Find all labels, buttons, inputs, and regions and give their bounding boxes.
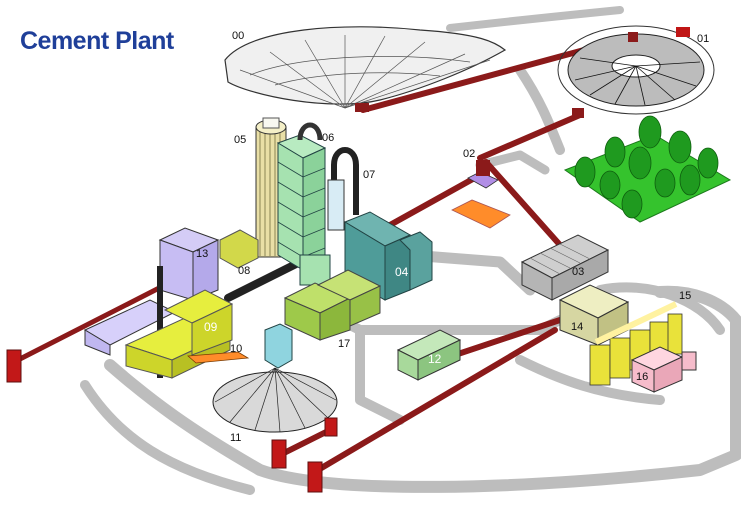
label-13: 13: [196, 248, 208, 260]
unit-03-storage-hall: [520, 234, 610, 301]
label-02: 02: [463, 148, 475, 160]
loading-box-south-2: [307, 461, 323, 493]
conveyor-south-11: [277, 427, 333, 458]
unit-01-stockpile: [557, 25, 715, 118]
unit-14-building: [558, 284, 630, 346]
label-01: 01: [697, 33, 709, 45]
road-east-lower: [515, 355, 665, 405]
label-08: 08: [238, 265, 250, 277]
chimney: [157, 266, 163, 378]
label-03: 03: [572, 266, 584, 278]
road-west: [80, 380, 255, 495]
label-04: 04: [395, 265, 409, 279]
loading-box-south-3: [324, 417, 338, 437]
road-to-crusher: [475, 150, 550, 175]
label-07: 07: [363, 169, 375, 181]
unit-labels: 00 01 02 03 04 05 06 07 08 09 10 11 12 1…: [196, 30, 709, 444]
unit-06-tower: [276, 122, 331, 286]
road-network: [80, 6, 741, 495]
loading-box-south-1: [271, 439, 287, 469]
conveyor-south-to-14: [315, 327, 558, 473]
page-title: Cement Plant: [20, 27, 174, 55]
forest-area: [563, 115, 732, 223]
conveyor-west: [15, 282, 168, 363]
label-00: 00: [232, 30, 244, 42]
conveyor-08: [224, 258, 304, 302]
conveyor-lines: [15, 34, 635, 473]
label-14: 14: [571, 321, 583, 333]
conveyor-02-to-03: [483, 159, 563, 248]
label-09: 09: [204, 320, 218, 334]
loading-box-west: [6, 349, 22, 383]
unit-13-building: [83, 227, 220, 356]
unit-00-quarry: [224, 26, 507, 112]
label-16: 16: [636, 371, 648, 383]
road-main-loop: [104, 285, 741, 493]
unit-07-exchanger: [327, 147, 359, 231]
road-north-curve: [515, 65, 565, 155]
conveyor-01-to-02: [477, 112, 583, 161]
label-06: 06: [322, 132, 334, 144]
green-shed: [219, 229, 259, 269]
unit-17-building: [283, 269, 382, 341]
unit-12-building: [396, 329, 462, 381]
label-12: 12: [428, 352, 442, 366]
orange-platform: [451, 199, 511, 229]
unit-02-crusher: [467, 160, 499, 189]
road-center: [404, 249, 536, 296]
label-10: 10: [230, 343, 242, 355]
unit-16-building: [630, 346, 697, 393]
unit-11-dome: [212, 323, 338, 433]
label-15: 15: [679, 290, 691, 302]
conveyor-02-to-04: [387, 172, 483, 228]
unit-10-belt: [187, 351, 250, 364]
road-northeast: [446, 6, 624, 32]
road-right-spur: [595, 282, 725, 335]
label-05: 05: [234, 134, 246, 146]
label-17: 17: [338, 338, 350, 350]
label-11: 11: [230, 432, 241, 444]
